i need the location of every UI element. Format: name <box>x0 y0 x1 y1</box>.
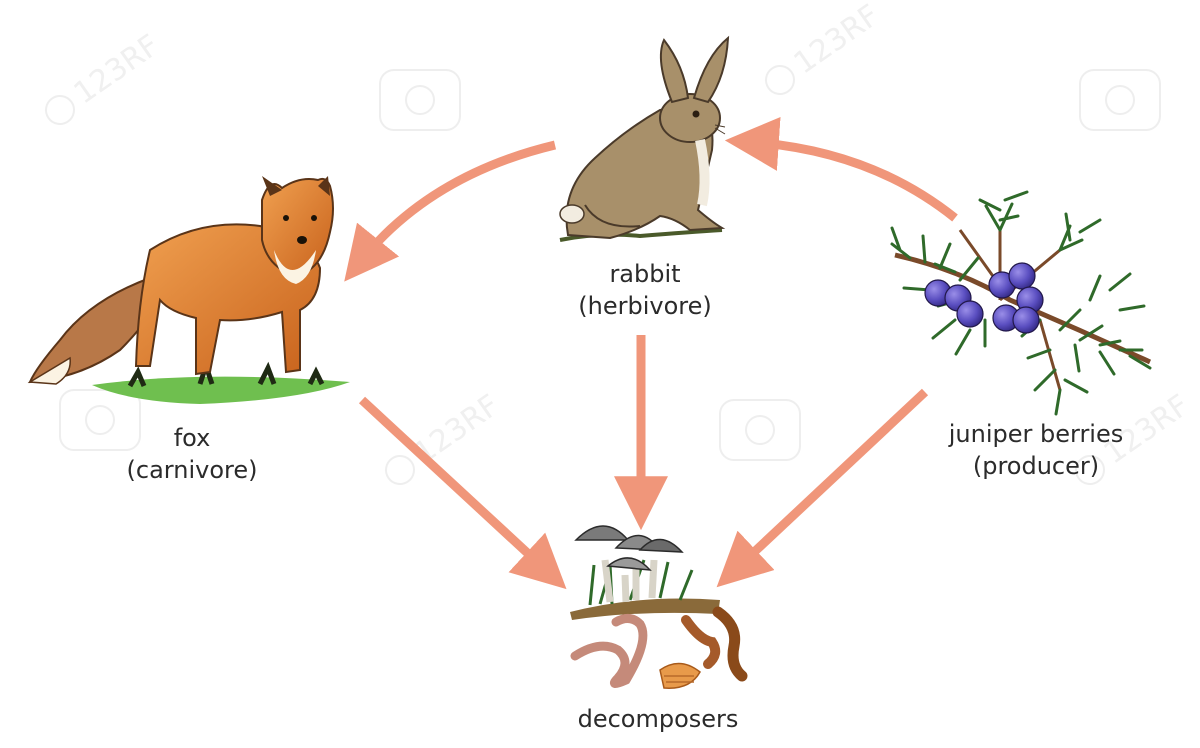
arrow-rabbit-to-fox <box>344 140 557 282</box>
decomposers-illustration <box>570 525 748 689</box>
juniper-name: juniper berries <box>948 420 1124 448</box>
juniper-illustration <box>890 190 1152 416</box>
fox-illustration <box>27 176 350 404</box>
rabbit-role: (herbivore) <box>578 292 712 320</box>
fox-label: fox (carnivore) <box>127 422 258 486</box>
rabbit-label: rabbit (herbivore) <box>578 258 711 322</box>
svg-text:123RF: 123RF <box>68 28 166 111</box>
juniper-label: juniper berries (producer) <box>949 418 1124 482</box>
arrow-juniper-to-rabbit <box>724 116 958 222</box>
arrow-juniper-to-decomposers <box>716 388 929 588</box>
decomposers-name: decomposers <box>577 705 739 733</box>
juniper-role: (producer) <box>972 452 1100 480</box>
svg-text:123RF: 123RF <box>788 0 886 81</box>
rabbit-illustration <box>559 35 730 242</box>
fox-name: fox <box>173 424 211 452</box>
fox-role: (carnivore) <box>126 456 258 484</box>
rabbit-name: rabbit <box>609 260 681 288</box>
arrow-fox-to-decomposers <box>358 396 567 590</box>
decomposers-label: decomposers <box>578 703 739 735</box>
